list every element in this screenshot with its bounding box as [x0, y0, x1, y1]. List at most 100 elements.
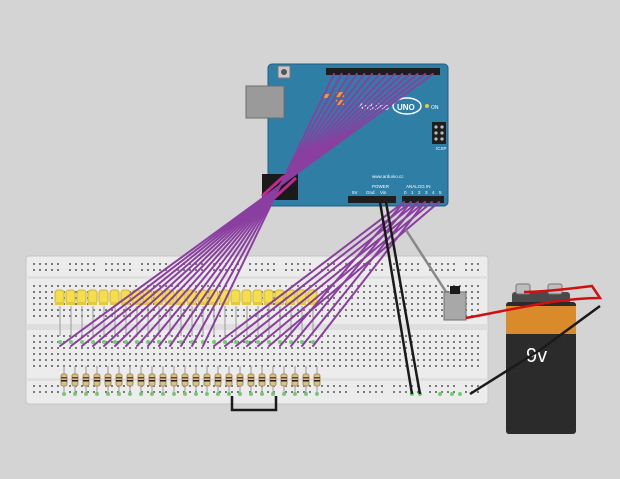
signal-wire[interactable]	[246, 201, 426, 347]
breadboard-hole	[33, 335, 35, 337]
breadboard-hole	[177, 391, 179, 393]
connected-hole	[234, 340, 238, 344]
signal-wire[interactable]	[125, 73, 389, 347]
breadboard-hole	[93, 353, 95, 355]
signal-wire[interactable]	[92, 73, 411, 347]
on-led	[425, 104, 429, 108]
signal-wires[interactable]	[59, 73, 440, 347]
signal-wire[interactable]	[81, 73, 419, 347]
breadboard-hole	[291, 315, 293, 317]
breadboard-hole	[399, 385, 401, 387]
breadboard-hole	[75, 297, 77, 299]
signal-wire[interactable]	[191, 73, 343, 347]
breadboard-hole	[435, 297, 437, 299]
breadboard-hole	[177, 341, 179, 343]
signal-wire[interactable]	[158, 73, 366, 347]
breadboard-hole	[201, 359, 203, 361]
breadboard-hole	[141, 391, 143, 393]
led-base	[88, 302, 97, 305]
breadboard-hole	[435, 353, 437, 355]
breadboard-hole	[345, 347, 347, 349]
breadboard-hole	[375, 359, 377, 361]
breadboard-hole	[471, 359, 473, 361]
breadboard-hole	[435, 385, 437, 387]
breadboard-hole	[177, 365, 179, 367]
signal-wire[interactable]	[180, 73, 351, 347]
signal-wire[interactable]	[235, 201, 419, 347]
power-pin-label: Gnd	[366, 190, 375, 195]
breadboard-hole	[273, 365, 275, 367]
breadboard-hole	[141, 353, 143, 355]
breadboard-hole	[405, 285, 407, 287]
connected-hole	[438, 392, 442, 396]
signal-wire[interactable]	[114, 73, 396, 347]
breadboard-hole	[315, 359, 317, 361]
breadboard-hole	[237, 347, 239, 349]
breadboard-hole	[273, 391, 275, 393]
breadboard-hole	[327, 269, 329, 271]
breadboard-hole	[225, 353, 227, 355]
breadboard-hole	[417, 347, 419, 349]
breadboard-hole	[393, 303, 395, 305]
signal-wire[interactable]	[213, 201, 405, 347]
breadboard-hole	[441, 291, 443, 293]
breadboard-hole	[63, 359, 65, 361]
signal-wire[interactable]	[301, 201, 419, 347]
breadboard-hole	[171, 347, 173, 349]
power-wire-negative[interactable]	[469, 304, 601, 396]
breadboard-hole	[183, 347, 185, 349]
breadboard-hole	[441, 315, 443, 317]
breadboard-hole	[477, 385, 479, 387]
breadboard-hole	[135, 359, 137, 361]
breadboard-hole	[399, 365, 401, 367]
signal-wire[interactable]	[257, 201, 433, 347]
breadboard-hole	[183, 309, 185, 311]
signal-wire[interactable]	[169, 73, 358, 347]
breadboard-hole	[207, 297, 209, 299]
breadboard-hole	[309, 359, 311, 361]
signal-wire[interactable]	[202, 73, 335, 347]
breadboard-hole	[291, 335, 293, 337]
breadboard-hole	[345, 263, 347, 265]
battery-9v[interactable]: 9v	[506, 283, 576, 434]
breadboard-hole	[393, 385, 395, 387]
ground-wire[interactable]	[378, 201, 414, 395]
power-wire-positive[interactable]	[465, 284, 603, 320]
resistor-band	[116, 377, 122, 379]
breadboard-hole	[423, 285, 425, 287]
signal-wire[interactable]	[136, 73, 381, 347]
breadboard-hole	[231, 391, 233, 393]
ground-wire[interactable]	[384, 201, 422, 395]
breadboard-hole	[429, 269, 431, 271]
ground-jumper-wire[interactable]	[230, 396, 278, 412]
breadboard-hole	[105, 359, 107, 361]
breadboard-hole	[381, 353, 383, 355]
breadboard-hole	[81, 391, 83, 393]
breadboard-hole	[63, 353, 65, 355]
signal-wire[interactable]	[312, 201, 426, 347]
breadboard-hole	[219, 391, 221, 393]
breadboard-hole	[405, 303, 407, 305]
breadboard-hole	[165, 309, 167, 311]
breadboard-hole	[315, 335, 317, 337]
breadboard-hole	[51, 309, 53, 311]
analog-pin-label: 4	[432, 190, 435, 195]
breadboard-hole	[321, 385, 323, 387]
signal-wire[interactable]	[147, 73, 373, 347]
signal-wire[interactable]	[224, 201, 412, 347]
aux-wire[interactable]	[404, 229, 452, 299]
breadboard-hole	[459, 359, 461, 361]
signal-wire[interactable]	[268, 201, 440, 347]
breadboard-hole	[243, 285, 245, 287]
breadboard-hole	[423, 315, 425, 317]
signal-wire[interactable]	[70, 73, 427, 347]
breadboard-hole	[357, 335, 359, 337]
breadboard-hole	[375, 303, 377, 305]
breadboard-hole	[267, 353, 269, 355]
signal-wire[interactable]	[59, 73, 434, 347]
signal-wire[interactable]	[103, 73, 404, 347]
breadboard-hole	[189, 359, 191, 361]
breadboard-hole	[231, 353, 233, 355]
breadboard-hole	[357, 297, 359, 299]
breadboard-hole	[87, 263, 89, 265]
